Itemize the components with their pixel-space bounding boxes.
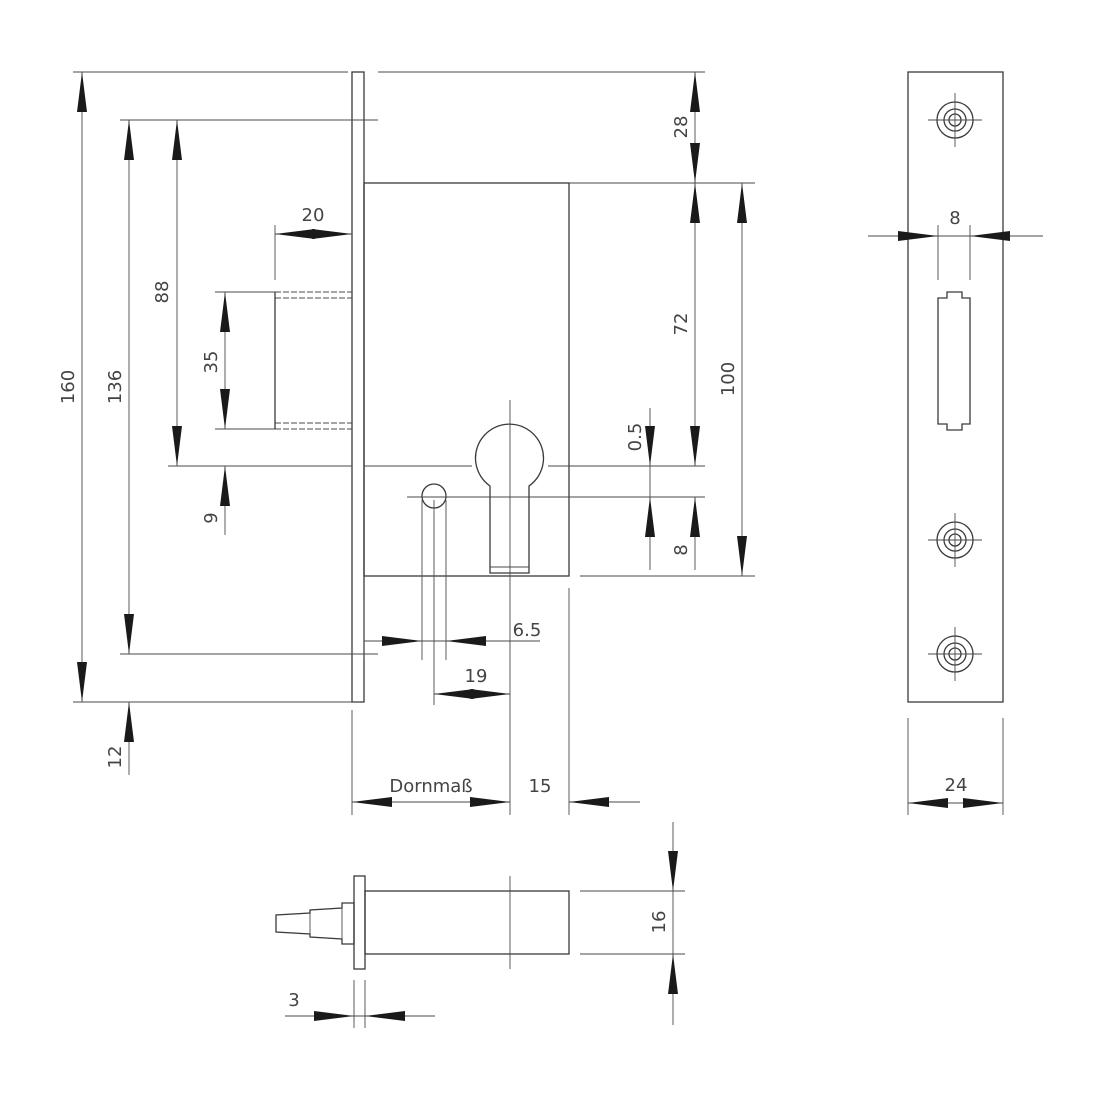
dim-dornmass-label: Dornmaß — [389, 776, 472, 797]
dimension-lines — [77, 72, 747, 807]
bolt-body — [364, 890, 570, 955]
dim-6-5-label: 6.5 — [513, 620, 542, 641]
cylinder-profile — [474, 400, 545, 815]
bolt-side-view — [275, 822, 685, 1028]
dim-72-label: 72 — [671, 313, 692, 336]
latch-slot — [937, 291, 971, 431]
dim-16-label: 16 — [649, 911, 670, 934]
screw-hole-middle — [928, 513, 982, 567]
faceplate-side — [351, 71, 365, 703]
dimension-labels: 160 136 88 35 9 12 20 28 72 100 0.5 8 6.… — [58, 116, 967, 1011]
dim-100-label: 100 — [718, 362, 739, 396]
dim-3-label: 3 — [288, 990, 299, 1011]
screw-hole-bottom — [928, 627, 982, 681]
bolt-flange — [353, 875, 366, 970]
dim-24-label: 24 — [945, 775, 968, 796]
dim-28-label: 28 — [671, 116, 692, 139]
faceplate-front — [907, 71, 1004, 703]
dim-136-label: 136 — [105, 370, 126, 404]
dim-8-bolt-label: 8 — [949, 208, 960, 229]
dim-20-label: 20 — [302, 205, 325, 226]
lock-side-view — [274, 71, 570, 815]
dim-88-label: 88 — [152, 281, 173, 304]
dim-9-label: 9 — [201, 512, 222, 523]
dim-15-label: 15 — [529, 776, 552, 797]
latch-bolt — [274, 291, 352, 430]
dim-160-label: 160 — [58, 370, 79, 404]
dim-19-label: 19 — [465, 666, 488, 687]
dim-0-5-label: 0.5 — [625, 423, 646, 452]
faceplate-front-view — [868, 71, 1043, 815]
screw-hole-top — [928, 93, 982, 147]
dim-8-cylinder-label: 8 — [671, 544, 692, 555]
dim-35-label: 35 — [201, 351, 222, 374]
lock-case — [363, 182, 570, 577]
dim-12-label: 12 — [105, 746, 126, 769]
